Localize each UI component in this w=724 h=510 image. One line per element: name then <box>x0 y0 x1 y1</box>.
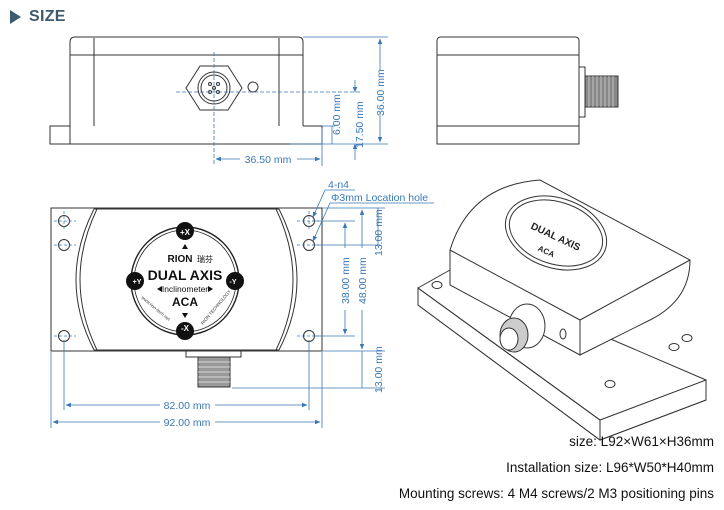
dim-label-17-50: 17.50 mm <box>354 101 366 148</box>
callout-hole-desc: Φ3mm Location hole <box>331 192 428 204</box>
top-right-arc-inner <box>275 208 294 351</box>
dim-label-13-00-top: 13.00 mm <box>373 209 385 256</box>
thread-lines <box>588 76 614 107</box>
iso-label-ring <box>508 199 604 267</box>
arrow-down-icon <box>182 313 188 318</box>
top-view <box>50 207 323 388</box>
dim-label-36-00: 36.00 mm <box>375 69 387 116</box>
dim-label-82-00: 82.00 mm <box>164 400 211 412</box>
side-view <box>436 36 619 145</box>
side-body-outline <box>436 36 580 145</box>
arrow-up-icon <box>182 244 188 249</box>
spec-size: size: L92×W61×H36mm <box>569 434 714 449</box>
product-name: DUAL AXIS <box>148 267 223 283</box>
vent-hole <box>247 81 259 93</box>
connector-hex-nut <box>185 65 243 111</box>
isometric-view: DUAL AXIS ACA <box>417 179 707 441</box>
iso-mount-hole <box>604 380 616 388</box>
iso-connector-face <box>499 327 519 351</box>
axis-badge-top <box>176 222 194 240</box>
axis-label-minus-x: -X <box>181 324 190 333</box>
dim-label-38-00: 38.00 mm <box>340 257 352 304</box>
front-view <box>49 36 323 145</box>
axis-badge-bottom <box>176 322 194 340</box>
spec-installation-size: Installation size: L96*W50*H40mm <box>506 460 714 475</box>
dim-label-92-00: 92.00 mm <box>164 417 211 429</box>
axis-label-plus-x: +X <box>180 228 191 237</box>
iso-label-disc <box>504 195 608 271</box>
iso-vent-hole <box>559 328 567 340</box>
dim-label-6-00: 6.00 mm <box>331 94 343 135</box>
dim-label-36-50: 36.50 mm <box>245 154 292 166</box>
axis-badge-right <box>226 272 244 290</box>
iso-mount-hole <box>668 343 680 351</box>
connector-pin <box>216 82 220 86</box>
callout-leader-1 <box>312 189 326 218</box>
top-view-dimensions <box>50 189 434 428</box>
connector-pin <box>208 82 212 86</box>
front-body-outline <box>69 36 304 144</box>
triangle-right-icon <box>10 10 21 24</box>
front-view-dimensions <box>176 36 388 166</box>
arrow-left-icon <box>157 286 162 292</box>
hole-crosshairs <box>54 211 319 337</box>
model-name: ACA <box>172 295 198 309</box>
bottom-connector-nut <box>185 350 242 358</box>
top-left-arc-inner <box>79 208 98 351</box>
side-connector-nut <box>578 66 586 118</box>
brand-cn: 瑞芬 <box>197 254 213 264</box>
brand-logo: RION <box>168 254 193 265</box>
axis-badge-left <box>126 272 144 290</box>
arrow-right-icon <box>208 286 213 292</box>
thread-lines <box>198 361 230 383</box>
top-right-arc <box>278 208 298 351</box>
side-connector-thread <box>584 75 619 108</box>
product-type: Inclinometer <box>162 284 208 294</box>
axis-label-minus-y: -Y <box>230 279 237 286</box>
section-title: SIZE <box>10 8 66 26</box>
front-base-flange <box>49 125 323 145</box>
spec-mounting-screws: Mounting screws: 4 M4 screws/2 M3 positi… <box>398 486 714 501</box>
axis-label-plus-y: +Y <box>133 279 142 286</box>
iso-mount-hole <box>431 281 443 289</box>
iso-mount-hole <box>681 334 693 342</box>
dim-label-13-00-bottom: 13.00 mm <box>373 346 385 393</box>
section-title-text: SIZE <box>29 8 66 25</box>
dim-label-48-00: 48.00 mm <box>357 257 369 304</box>
product-label: +X -X +Y -Y RION 瑞芬 DUAL AXIS Inclinomet… <box>126 222 244 340</box>
callout-leader-2 <box>312 202 331 242</box>
callout-hole-count: 4-n4 <box>328 179 349 191</box>
top-left-arc <box>75 208 95 351</box>
iso-base-edge <box>417 287 601 421</box>
